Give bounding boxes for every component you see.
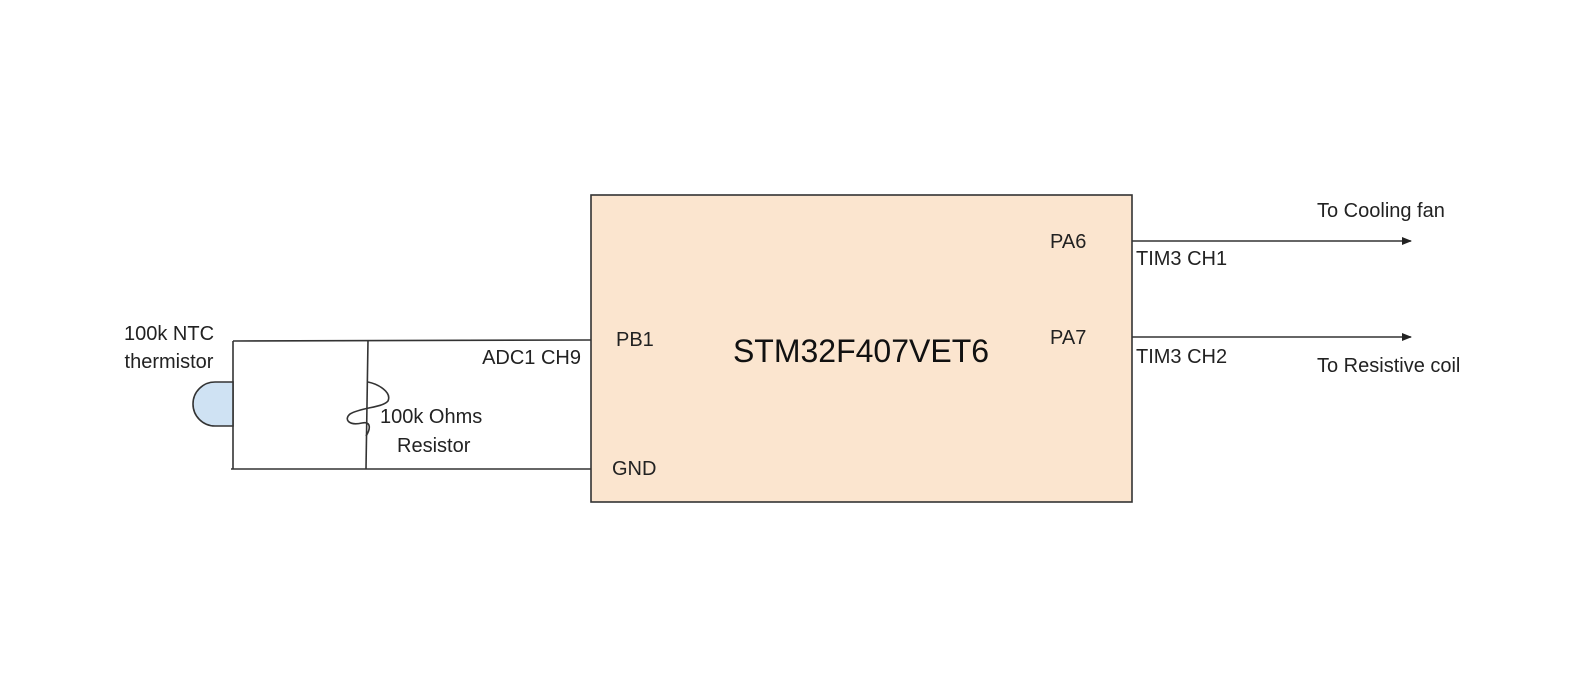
- resistor-lead: [365, 339, 369, 470]
- mcu-name: STM32F407VET6: [733, 333, 989, 369]
- pin-pa6-label: PA6: [1050, 231, 1086, 253]
- tim3-ch2-label: TIM3 CH2: [1136, 346, 1227, 368]
- resistor-label-line2: Resistor: [397, 435, 471, 457]
- thermistor-label-line1: 100k NTC: [124, 323, 214, 345]
- cooling-fan-label: To Cooling fan: [1317, 200, 1445, 222]
- thermistor-label-line2: thermistor: [125, 351, 214, 373]
- mcu-block: [590, 194, 1133, 503]
- pin-gnd-label: GND: [612, 458, 656, 480]
- adc-channel-label: ADC1 CH9: [482, 347, 581, 369]
- pin-pb1-label: PB1: [616, 329, 654, 351]
- resistor-label-line1: 100k Ohms: [380, 406, 482, 428]
- tim3-ch1-label: TIM3 CH1: [1136, 248, 1227, 270]
- thermistor-icon: [192, 381, 234, 427]
- resistive-coil-label: To Resistive coil: [1317, 355, 1460, 377]
- pin-pa7-label: PA7: [1050, 327, 1086, 349]
- resistor-icon: [346, 381, 390, 437]
- adc-wire: [232, 339, 592, 342]
